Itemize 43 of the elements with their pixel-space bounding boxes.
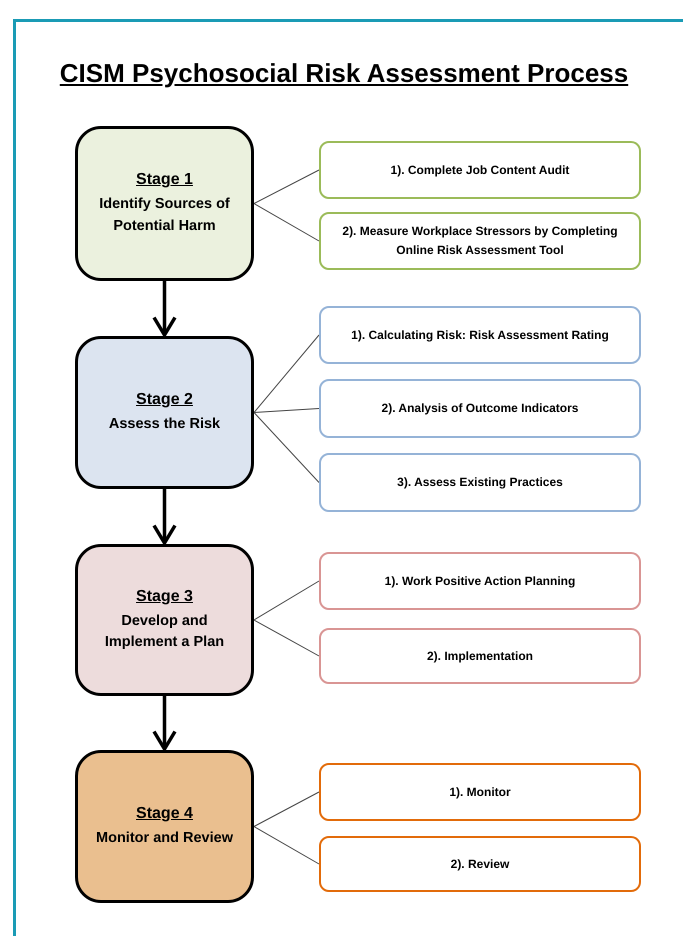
step-box [319,141,641,199]
stage-heading: Stage 3 [136,586,193,607]
arrow [152,281,177,337]
step-box [319,212,641,270]
stage-description: Monitor and Review [96,828,233,848]
step-box [319,379,641,438]
connector-line [254,580,320,620]
connector-line [254,826,320,864]
stage-heading: Stage 4 [136,804,193,824]
step-text: 3). Assess Existing Practices [397,474,563,492]
step-text: 1). Monitor [449,784,511,801]
step-text: 2). Measure Workplace Stressors by Completing Online Risk Assessment Tool [341,223,619,259]
step-text: 2). Review [450,856,510,873]
stage-heading: Stage 2 [136,390,193,410]
stage-description: Assess the Risk [108,414,220,434]
step-box [319,836,641,892]
connector-line [254,334,320,413]
stage-box [75,544,254,696]
step-text: 1). Calculating Risk: Risk Assessment Rating [351,326,609,344]
stage-description: Identify Sources of Potential Harm [98,195,231,236]
connector-line [254,792,320,827]
connector-line [254,203,320,242]
stage-box [75,336,254,489]
stage-description: Develop and Implement a Plan [104,612,226,652]
step-box [319,453,641,512]
step-box [319,552,641,610]
step-text: 1). Work Positive Action Planning [384,572,576,590]
step-box [319,628,641,684]
step-box [319,763,641,821]
stage-heading: Stage 1 [136,170,193,190]
stage-box [75,126,254,281]
step-box [319,306,641,364]
connector-line [254,412,320,483]
connector-line [254,170,320,204]
arrow [152,489,177,545]
connector-line [254,408,320,413]
title: CISM Psychosocial Risk Assessment Process [58,57,630,90]
stage-box [75,750,254,903]
step-text: 2). Implementation [426,648,533,665]
step-text: 2). Analysis of Outcome Indicators [382,400,578,418]
connector-line [254,620,320,656]
arrow [152,696,177,751]
step-text: 1). Complete Job Content Audit [390,162,570,179]
